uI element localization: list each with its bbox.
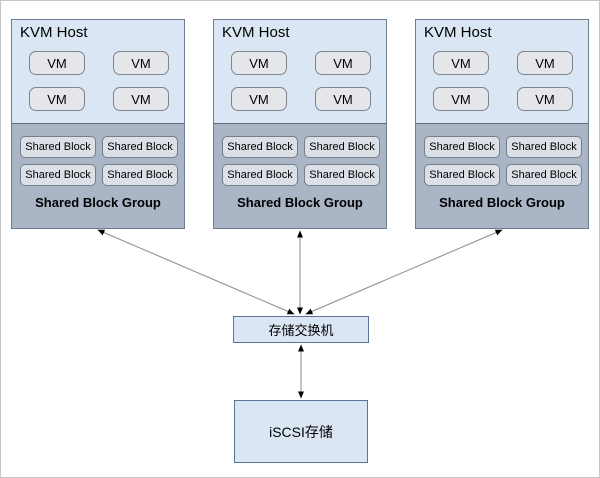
shared-block-label: Shared Block — [227, 141, 293, 153]
shared-block-node: Shared Block — [222, 136, 298, 158]
vm-node: VM — [517, 87, 573, 111]
kvm-host-title: KVM Host — [424, 24, 492, 41]
vm-label: VM — [451, 91, 471, 107]
shared-block-node: Shared Block — [506, 164, 582, 186]
storage-switch-node: 存储交换机 — [233, 316, 369, 343]
shared-block-group: Shared Block Shared Block Shared Block S… — [12, 123, 184, 228]
vm-label: VM — [333, 91, 353, 107]
shared-block-label: Shared Block — [429, 141, 495, 153]
shared-block-group: Shared Block Shared Block Shared Block S… — [214, 123, 386, 228]
shared-block-group: Shared Block Shared Block Shared Block S… — [416, 123, 588, 228]
arrow-host1-to-switch — [97, 229, 295, 315]
vm-label: VM — [535, 55, 555, 71]
vm-label: VM — [47, 91, 67, 107]
shared-block-node: Shared Block — [102, 136, 178, 158]
kvm-host-title: KVM Host — [20, 24, 88, 41]
shared-block-node: Shared Block — [424, 164, 500, 186]
vm-label: VM — [131, 55, 151, 71]
iscsi-storage-node: iSCSI存储 — [234, 400, 368, 463]
vm-node: VM — [113, 51, 169, 75]
vm-label: VM — [249, 91, 269, 107]
shared-block-label: Shared Block — [511, 141, 577, 153]
shared-block-group-title: Shared Block Group — [35, 195, 161, 210]
kvm-host-node: KVM Host VM VM VM VM Shared Block Shared… — [11, 19, 185, 229]
vm-node: VM — [433, 51, 489, 75]
vm-label: VM — [131, 91, 151, 107]
vm-label: VM — [535, 91, 555, 107]
shared-block-node: Shared Block — [506, 136, 582, 158]
shared-block-group-title: Shared Block Group — [439, 195, 565, 210]
kvm-host-node: KVM Host VM VM VM VM Shared Block Shared… — [415, 19, 589, 229]
shared-block-node: Shared Block — [304, 164, 380, 186]
shared-block-node: Shared Block — [20, 136, 96, 158]
shared-block-group-title: Shared Block Group — [237, 195, 363, 210]
iscsi-storage-label: iSCSI存储 — [269, 423, 333, 440]
shared-block-node: Shared Block — [20, 164, 96, 186]
vm-node: VM — [315, 87, 371, 111]
vm-label: VM — [47, 55, 67, 71]
shared-block-node: Shared Block — [222, 164, 298, 186]
vm-node: VM — [113, 87, 169, 111]
shared-block-label: Shared Block — [107, 169, 173, 181]
storage-switch-label: 存储交换机 — [268, 323, 334, 338]
shared-block-label: Shared Block — [511, 169, 577, 181]
shared-block-node: Shared Block — [102, 164, 178, 186]
shared-block-label: Shared Block — [25, 141, 91, 153]
vm-node: VM — [29, 87, 85, 111]
shared-block-node: Shared Block — [424, 136, 500, 158]
shared-block-label: Shared Block — [227, 169, 293, 181]
shared-block-label: Shared Block — [107, 141, 173, 153]
vm-label: VM — [249, 55, 269, 71]
vm-label: VM — [451, 55, 471, 71]
shared-block-label: Shared Block — [309, 169, 375, 181]
vm-node: VM — [517, 51, 573, 75]
arrow-host3-to-switch — [305, 229, 503, 315]
kvm-host-title: KVM Host — [222, 24, 290, 41]
vm-label: VM — [333, 55, 353, 71]
shared-block-label: Shared Block — [429, 169, 495, 181]
shared-block-node: Shared Block — [304, 136, 380, 158]
shared-block-label: Shared Block — [309, 141, 375, 153]
kvm-host-node: KVM Host VM VM VM VM Shared Block Shared… — [213, 19, 387, 229]
vm-node: VM — [231, 51, 287, 75]
shared-block-label: Shared Block — [25, 169, 91, 181]
vm-node: VM — [433, 87, 489, 111]
vm-node: VM — [315, 51, 371, 75]
vm-node: VM — [231, 87, 287, 111]
vm-node: VM — [29, 51, 85, 75]
